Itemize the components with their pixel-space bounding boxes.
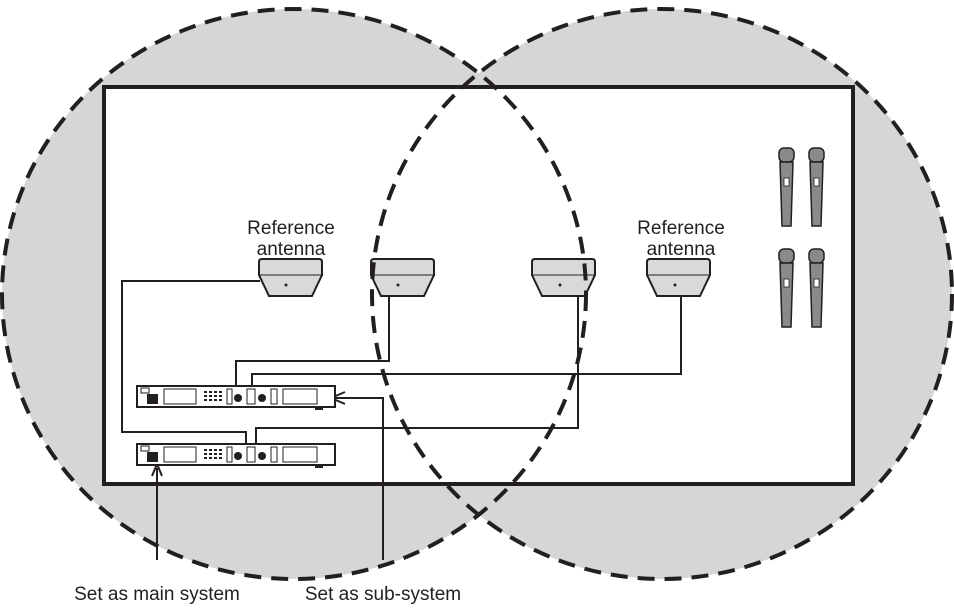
antennas bbox=[258, 258, 711, 297]
reference-antenna-left-label-line2: antenna bbox=[256, 239, 326, 260]
receivers bbox=[136, 385, 336, 468]
sub-system-label: Set as sub-system bbox=[304, 584, 462, 605]
antenna-3-device bbox=[531, 258, 596, 297]
microphone-2 bbox=[808, 147, 825, 227]
reference-antenna-right-label-line1: Reference bbox=[637, 218, 725, 239]
microphone-1 bbox=[778, 147, 795, 227]
microphone-3 bbox=[778, 248, 795, 328]
reference-antenna-left-label-line1: Reference bbox=[247, 218, 335, 239]
room-interior bbox=[104, 87, 853, 484]
reference-antenna-right-label-line2: antenna bbox=[646, 239, 716, 260]
coverage-boundary-right bbox=[370, 7, 954, 581]
reference-antenna-right-label: Reference antenna bbox=[626, 218, 736, 260]
reference-antenna-left-device bbox=[258, 258, 323, 297]
receiver-upper bbox=[136, 385, 336, 410]
reference-antenna-right-device bbox=[646, 258, 711, 297]
room-wall bbox=[102, 85, 855, 486]
microphones bbox=[778, 147, 825, 328]
reference-antenna-left-label: Reference antenna bbox=[236, 218, 346, 260]
receiver-lower bbox=[136, 443, 336, 468]
coverage-boundary-left bbox=[0, 7, 588, 581]
main-system-label: Set as main system bbox=[74, 584, 240, 605]
microphone-4 bbox=[808, 248, 825, 328]
antenna-2-device bbox=[370, 258, 435, 297]
coverage-boundaries bbox=[0, 7, 954, 581]
